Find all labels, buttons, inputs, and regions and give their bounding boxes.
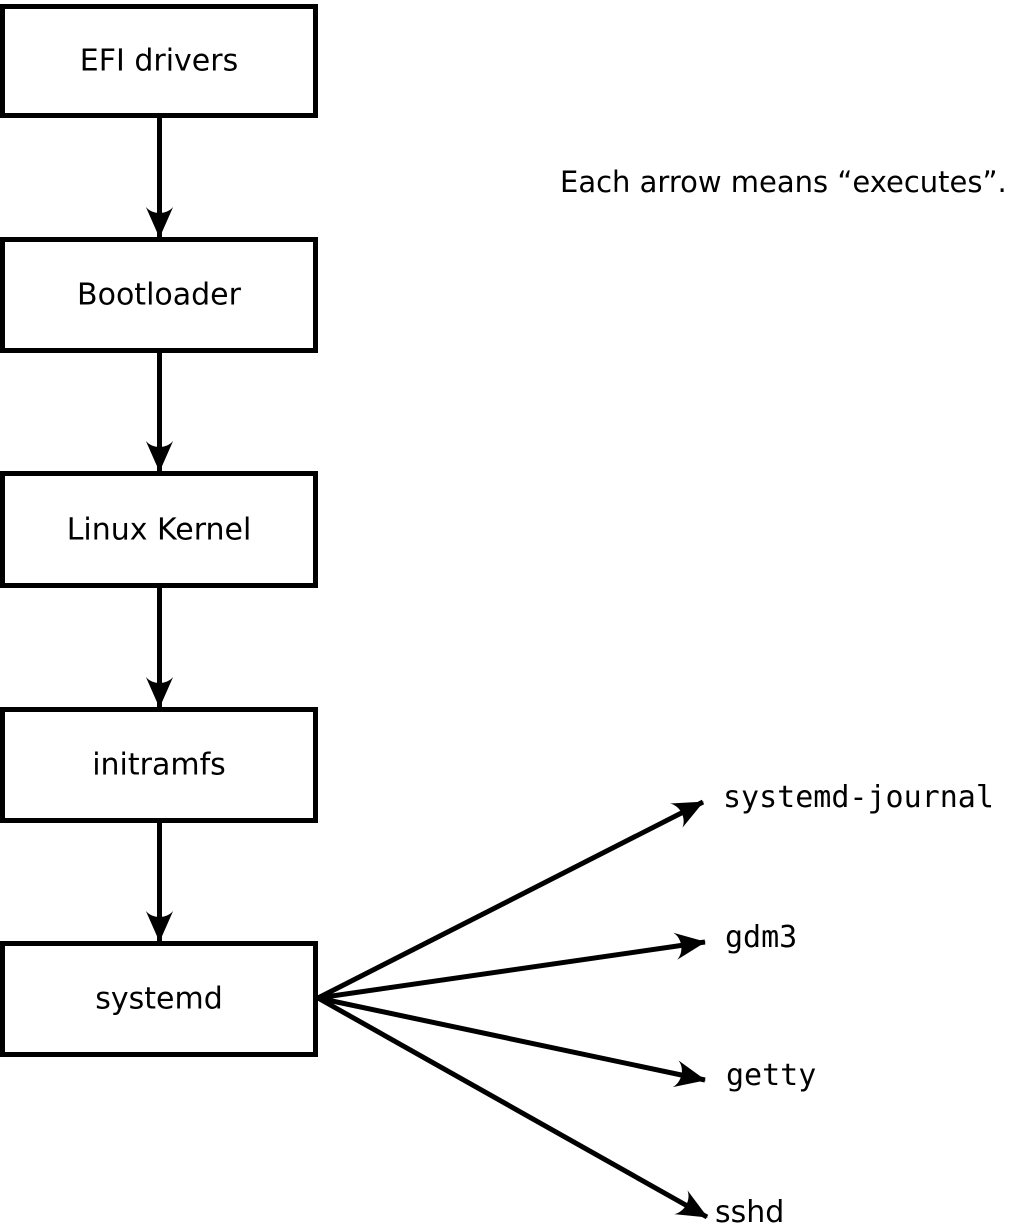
service-label-getty: getty	[726, 1058, 816, 1093]
box-bootloader	[0, 237, 318, 353]
service-label-sshd: sshd	[715, 1195, 784, 1230]
arrow-systemd-to-systemd-journal	[316, 799, 705, 1001]
box-linux-kernel	[0, 471, 318, 588]
box-initramfs-label: initramfs	[92, 748, 226, 783]
box-linux-kernel-label: Linux Kernel	[67, 513, 252, 548]
box-initramfs	[0, 707, 318, 823]
arrow-systemd-to-gdm3	[317, 932, 706, 1001]
service-label-gdm3: gdm3	[725, 920, 797, 955]
box-efi-drivers-label: EFI drivers	[80, 44, 238, 79]
box-systemd-label: systemd	[95, 982, 223, 1017]
box-efi-drivers	[0, 4, 318, 118]
annotation-text: Each arrow means “executes”.	[560, 165, 1007, 199]
service-label-systemd-journal: systemd-journal	[723, 780, 994, 815]
box-bootloader-label: Bootloader	[77, 278, 242, 313]
box-systemd	[0, 941, 318, 1057]
arrow-systemd-to-sshd	[316, 995, 709, 1220]
arrow-systemd-to-getty	[317, 995, 706, 1088]
